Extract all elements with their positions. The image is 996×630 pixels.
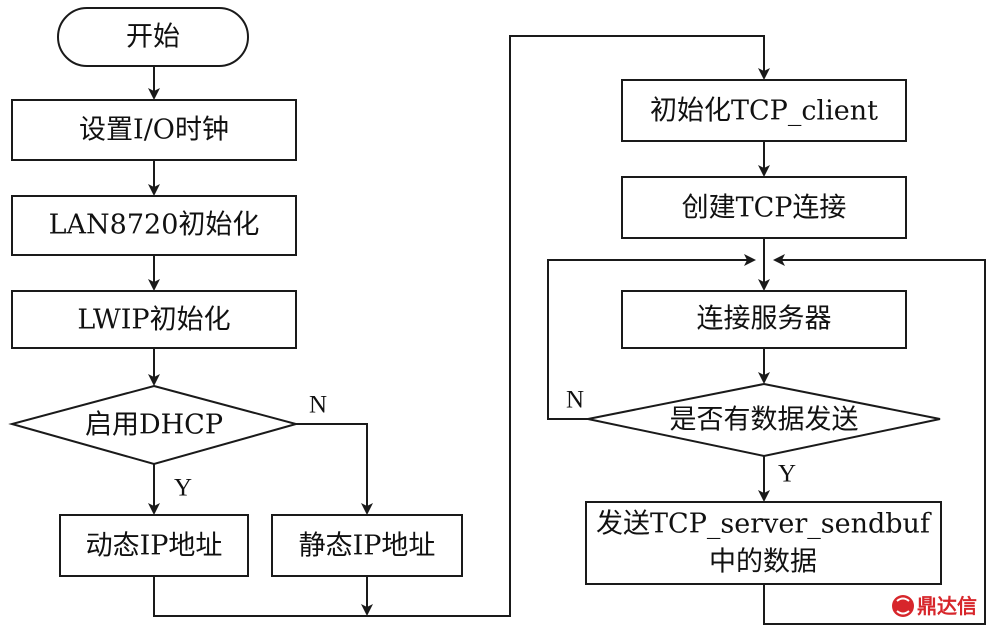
start-terminator: 开始 (57, 7, 249, 67)
connect-server-process: 连接服务器 (621, 290, 907, 349)
lan8720-init-process: LAN8720初始化 (11, 195, 297, 256)
edge-merge-to-right-column (367, 35, 770, 617)
send-no-label: N (566, 387, 584, 414)
static-ip-label: 静态IP地址 (299, 531, 436, 562)
dhcp-decision-label: 启用DHCP (85, 410, 223, 441)
static-ip-process: 静态IP地址 (271, 514, 463, 577)
dhcp-decision: 启用DHCP (8, 384, 300, 466)
set-io-clock-label: 设置I/O时钟 (79, 115, 229, 146)
send-data-label-line2: 中的数据 (709, 547, 817, 578)
create-tcp-connection-label: 创建TCP连接 (682, 193, 847, 224)
create-tcp-connection-process: 创建TCP连接 (621, 176, 907, 239)
connect-server-label: 连接服务器 (697, 304, 832, 335)
dhcp-no-label: N (309, 392, 327, 419)
init-tcp-client-process: 初始化TCP_client (621, 79, 907, 142)
start-label: 开始 (126, 22, 180, 53)
edge-decision-no-loop (547, 254, 756, 420)
watermark-logo: 鼎达信 (892, 594, 977, 618)
lan8720-init-label: LAN8720初始化 (49, 210, 260, 241)
dynamic-ip-label: 动态IP地址 (86, 531, 223, 562)
has-data-decision-label: 是否有数据发送 (670, 405, 859, 436)
init-tcp-client-label: 初始化TCP_client (650, 96, 878, 127)
lwip-init-process: LWIP初始化 (11, 290, 297, 349)
send-data-label-line1: 发送TCP_server_sendbuf (596, 509, 932, 540)
send-data-process: 发送TCP_server_sendbuf 中的数据 (585, 501, 942, 585)
edge-send-return-loop (763, 254, 986, 625)
edge-dynamic-to-merge (153, 576, 367, 617)
dynamic-ip-process: 动态IP地址 (59, 514, 249, 577)
edge-dhcp-no (296, 423, 373, 515)
dhcp-yes-label: Y (174, 475, 192, 502)
send-yes-label: Y (778, 461, 796, 488)
set-io-clock-process: 设置I/O时钟 (11, 99, 297, 161)
watermark-text: 鼎达信 (917, 594, 977, 618)
lwip-init-label: LWIP初始化 (77, 305, 230, 336)
has-data-decision: 是否有数据发送 (587, 382, 941, 458)
